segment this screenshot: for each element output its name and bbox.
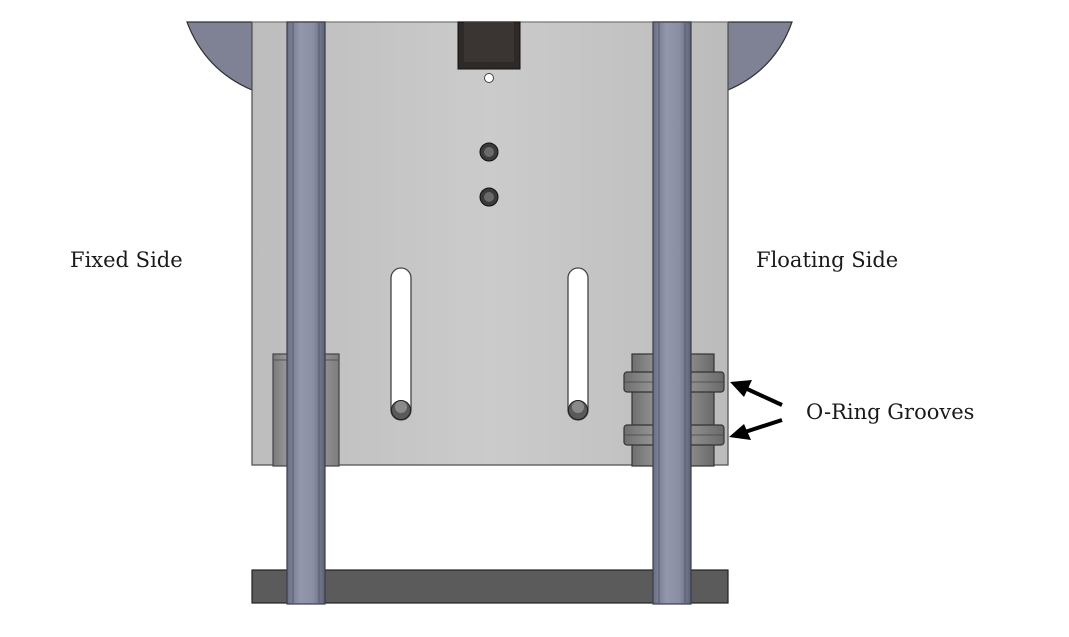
slot-right bbox=[567, 267, 589, 421]
left-wing bbox=[186, 21, 253, 91]
screw-lower bbox=[479, 187, 499, 207]
base-bar bbox=[251, 569, 729, 604]
rod-floating-side bbox=[652, 21, 692, 605]
o-ring-grooves-label: O-Ring Grooves bbox=[806, 400, 975, 424]
rod-fixed-side bbox=[286, 21, 326, 605]
screw-upper bbox=[479, 142, 499, 162]
floating-side-label: Floating Side bbox=[756, 248, 899, 272]
arrow-upper bbox=[730, 380, 783, 407]
arrow-lower bbox=[729, 418, 783, 440]
slot-left bbox=[390, 267, 412, 421]
fixed-side-label: Fixed Side bbox=[70, 248, 183, 272]
right-wing bbox=[727, 21, 793, 91]
small-hole bbox=[484, 73, 494, 83]
